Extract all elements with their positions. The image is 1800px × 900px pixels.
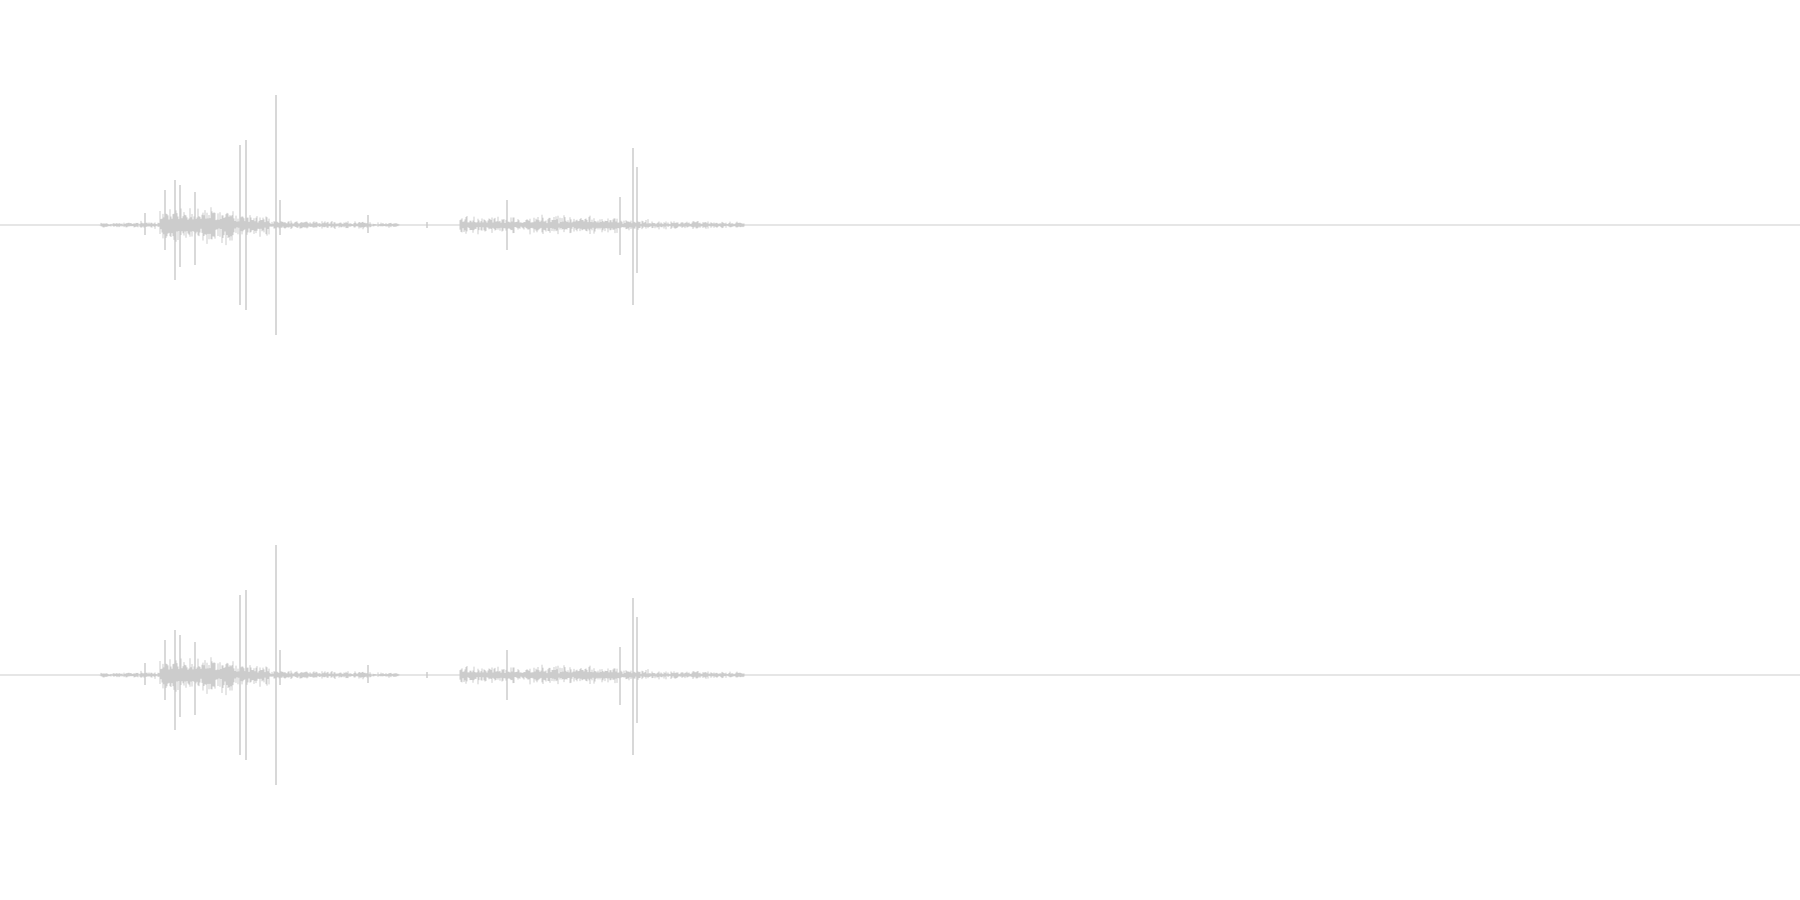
waveform-svg-left <box>0 95 1800 335</box>
waveform-right <box>99 545 745 785</box>
waveform-svg-right <box>0 545 1800 785</box>
waveform-channel-left[interactable] <box>0 0 1800 450</box>
waveform-channel-right[interactable] <box>0 450 1800 900</box>
waveform-left <box>99 95 745 335</box>
